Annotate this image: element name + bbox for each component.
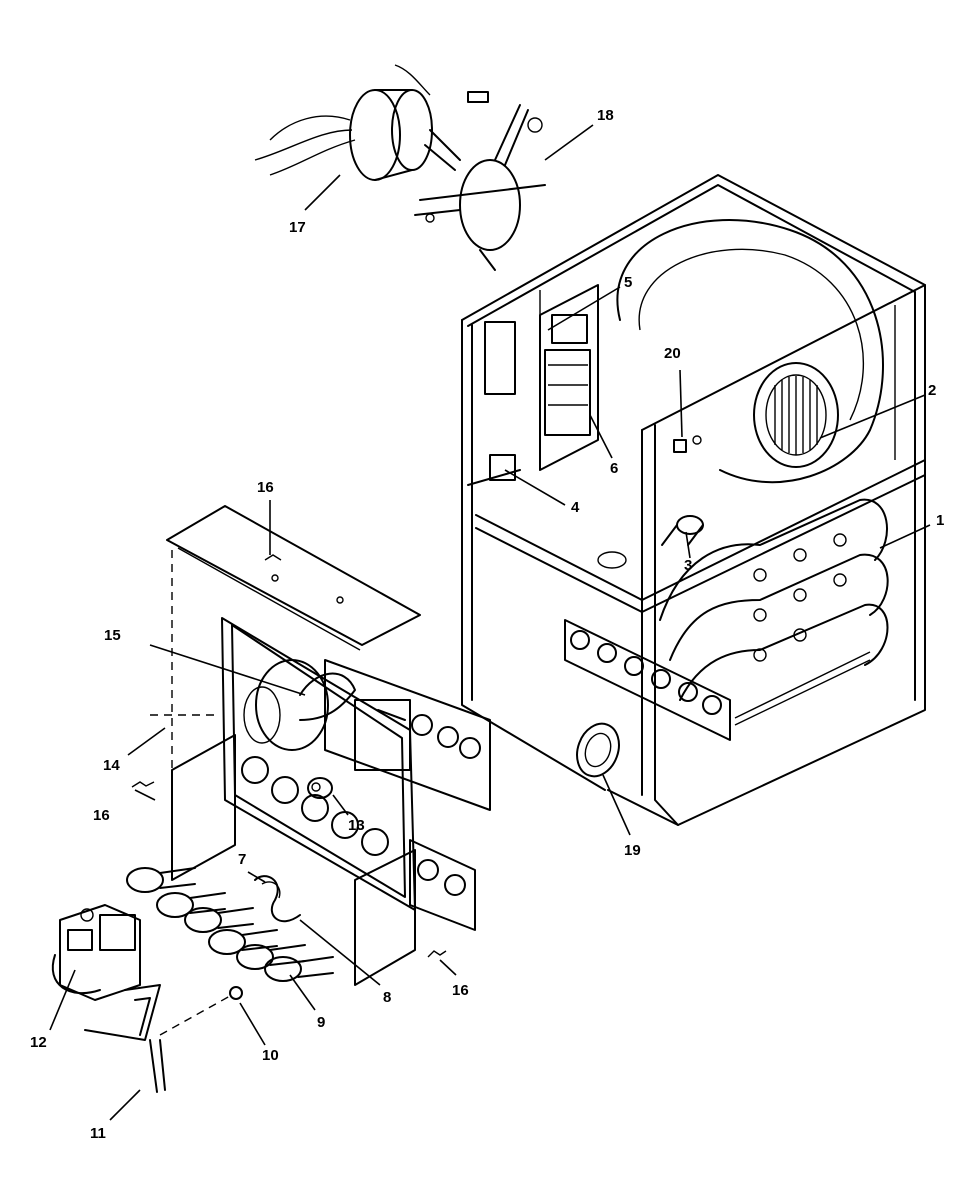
heat-exchanger	[564, 498, 889, 741]
pressure-switch	[307, 777, 333, 799]
label-16-top: 16	[257, 479, 274, 496]
gas-valve	[51, 904, 141, 1001]
blower-assembly	[616, 219, 884, 484]
label-19: 19	[624, 842, 641, 859]
label-12: 12	[30, 1034, 47, 1051]
label-4: 4	[571, 499, 580, 516]
label-10: 10	[262, 1047, 279, 1064]
label-7: 7	[238, 851, 246, 868]
label-13: 13	[348, 817, 365, 834]
label-11: 11	[90, 1125, 106, 1142]
label-14: 14	[103, 757, 120, 774]
flame-sensor	[254, 875, 301, 923]
callout-labels: 1 2 3 4 5 6 7 8 9 10 11 12 13 14 15 16 1…	[30, 107, 944, 1142]
furnace-cabinet	[461, 174, 926, 826]
label-16-right: 16	[452, 982, 469, 999]
label-3: 3	[684, 557, 692, 574]
label-17: 17	[289, 219, 306, 236]
label-18: 18	[597, 107, 614, 124]
leader-lines	[49, 124, 931, 1121]
screws	[131, 781, 447, 958]
label-8: 8	[383, 989, 391, 1006]
label-9: 9	[317, 1014, 325, 1031]
control-board	[467, 284, 599, 486]
label-1: 1	[936, 512, 944, 529]
motor-mount-bracket	[414, 91, 546, 271]
label-16-left: 16	[93, 807, 110, 824]
label-6: 6	[610, 460, 618, 477]
label-20: 20	[664, 345, 681, 362]
blower-motor	[254, 64, 461, 181]
top-cover-panel	[166, 505, 421, 651]
rollout-switch	[673, 435, 702, 453]
label-2: 2	[928, 382, 936, 399]
vestibule-panel	[171, 617, 491, 986]
burners	[126, 867, 334, 982]
limit-switch	[576, 722, 620, 778]
label-5: 5	[624, 274, 632, 291]
label-15: 15	[104, 627, 121, 644]
gas-supply-pipe	[84, 984, 166, 1093]
orifice	[159, 986, 243, 1036]
